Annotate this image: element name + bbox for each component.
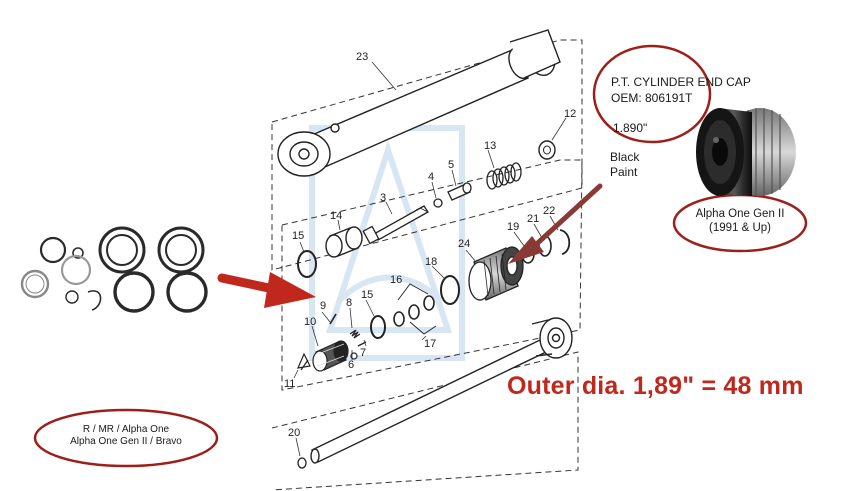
washer-20 [297,457,307,469]
part-number: 5 [448,159,454,171]
cylinder-body-23 [277,29,561,177]
sleeve-14 [325,226,363,258]
part-number: 16 [390,274,402,286]
end-cap-finish-line2: Paint [610,165,638,179]
fitment-left-line1: R / MR / Alpha One [82,424,170,435]
fitment-left-line2: Alpha One Gen II / Bravo [70,436,182,447]
triangle-11 [297,352,311,371]
part-number: 11 [284,378,295,390]
part-number: 14 [330,210,342,222]
measurement-note: Outer dia. 1,89" = 48 mm [507,372,804,400]
o-ring-15a [297,250,317,278]
red-arrow-left [217,272,316,308]
spring-8 [349,329,361,339]
seal-kit [20,226,208,313]
o-ring-18 [440,275,460,305]
part-number: 4 [428,171,434,183]
part-number: 13 [484,140,496,152]
pin-5 [447,182,472,201]
ball-4 [433,198,443,208]
part-number: 7 [360,347,366,359]
bolt-3 [362,205,429,245]
part-numbers: 23 12 14 3 4 5 13 15 24 19 21 22 18 16 9… [284,51,576,439]
part-number: 10 [304,316,316,328]
end-cap-name: P.T. CYLINDER END CAP [611,75,751,89]
fitment-right-line2: (1991 & Up) [708,222,771,234]
leader-lines [293,61,567,457]
part-number: 21 [527,213,539,225]
part-number: 17 [424,338,436,350]
part-number: 22 [543,205,555,217]
brown-arrow-right [508,183,603,264]
part-number: 24 [458,238,470,250]
part-number: 6 [348,359,354,371]
spring-13 [486,162,522,190]
end-cap-24 [468,246,524,301]
end-cap-oem: OEM: 806191T [611,91,693,105]
fitment-oval-left [33,408,219,468]
fitment-right-line1: Alpha One Gen II [695,208,785,220]
part-number: 19 [507,221,519,233]
part-number: 20 [288,427,300,439]
part-number: 3 [380,192,386,204]
end-cap-size: 1.890" [613,121,648,135]
part-number: 23 [356,51,368,63]
part-number: 9 [320,300,326,312]
o-ring-15b [370,315,386,339]
part-number: 8 [346,297,352,309]
rings-16 [393,295,435,327]
end-cap-photo [696,108,796,196]
ball-6 [350,352,358,360]
piston-rod [310,317,573,464]
part-number: 12 [564,108,576,120]
snap-ring-22 [559,229,571,255]
dashed-guides [271,39,583,491]
part-number: 15 [292,230,304,242]
pin-9 [329,313,337,325]
end-cap-finish-line1: Black [610,150,640,164]
part-number: 18 [425,256,437,268]
poppet-10 [312,340,349,372]
oem-oval [592,44,712,144]
part-number: 15 [361,289,373,301]
